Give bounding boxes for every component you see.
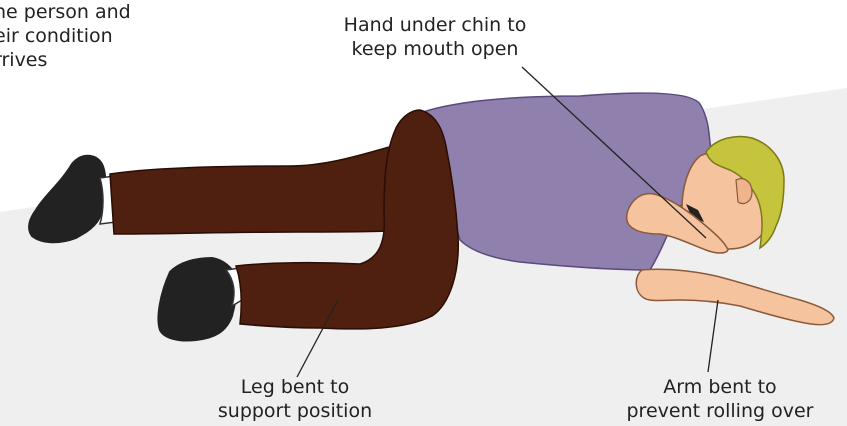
caption-leg-line-1: Leg bent to [175, 375, 415, 399]
caption-arm-bent: Arm bent to prevent rolling over [580, 375, 847, 423]
caption-chin-line-2: keep mouth open [290, 37, 580, 61]
caption-top-left-line-2: eir condition [0, 24, 131, 48]
caption-leg-bent: Leg bent to support position [175, 375, 415, 423]
caption-top-left: he person and eir condition rrives [0, 0, 131, 72]
caption-top-left-line-3: rrives [0, 48, 131, 72]
caption-arm-line-2: prevent rolling over [580, 399, 847, 423]
caption-leg-line-2: support position [175, 399, 415, 423]
caption-hand-under-chin: Hand under chin to keep mouth open [290, 13, 580, 61]
caption-arm-line-1: Arm bent to [580, 375, 847, 399]
caption-chin-line-1: Hand under chin to [290, 13, 580, 37]
ear [736, 179, 752, 204]
caption-top-left-line-1: he person and [0, 0, 131, 24]
